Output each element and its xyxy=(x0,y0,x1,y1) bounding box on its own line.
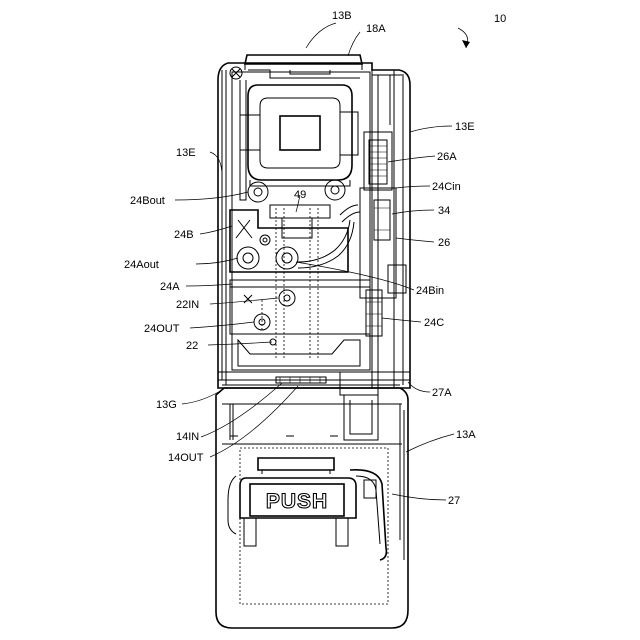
label-24Bout: 24Bout xyxy=(130,195,165,207)
label-13B: 13B xyxy=(332,10,352,22)
label-24B: 24B xyxy=(174,229,194,241)
label-34: 34 xyxy=(438,205,450,217)
board-26 xyxy=(360,188,406,298)
label-22: 22 xyxy=(186,340,198,352)
label-24A: 24A xyxy=(160,281,180,293)
label-14OUT: 14OUT xyxy=(168,452,204,464)
label-14IN: 14IN xyxy=(176,431,199,443)
label-18A: 18A xyxy=(366,23,386,35)
fittings xyxy=(230,180,382,366)
label-22IN: 22IN xyxy=(176,299,199,311)
push-button-27: PUSH xyxy=(228,458,386,560)
label-24Cin: 24Cin xyxy=(432,181,461,193)
upper-housing xyxy=(218,55,410,388)
leader-lines xyxy=(175,23,468,500)
arrowhead-10 xyxy=(462,40,470,48)
label-24OUT: 24OUT xyxy=(144,323,180,335)
sensor-18A xyxy=(240,85,358,186)
label-13E-right: 13E xyxy=(455,121,475,133)
connector-26A xyxy=(364,132,392,190)
label-24Bin: 24Bin xyxy=(416,285,444,297)
label-13A: 13A xyxy=(456,429,476,441)
label-27A: 27A xyxy=(432,387,452,399)
label-26A: 26A xyxy=(437,151,457,163)
push-label: PUSH xyxy=(266,490,328,513)
label-26: 26 xyxy=(438,237,450,249)
label-49: 49 xyxy=(294,189,306,201)
label-24Aout: 24Aout xyxy=(124,259,159,271)
label-13E-left: 13E xyxy=(176,147,196,159)
label-13G: 13G xyxy=(156,399,177,411)
label-24C: 24C xyxy=(424,317,444,329)
band-13G xyxy=(218,372,410,395)
label-10: 10 xyxy=(494,13,506,25)
label-27: 27 xyxy=(448,495,460,507)
